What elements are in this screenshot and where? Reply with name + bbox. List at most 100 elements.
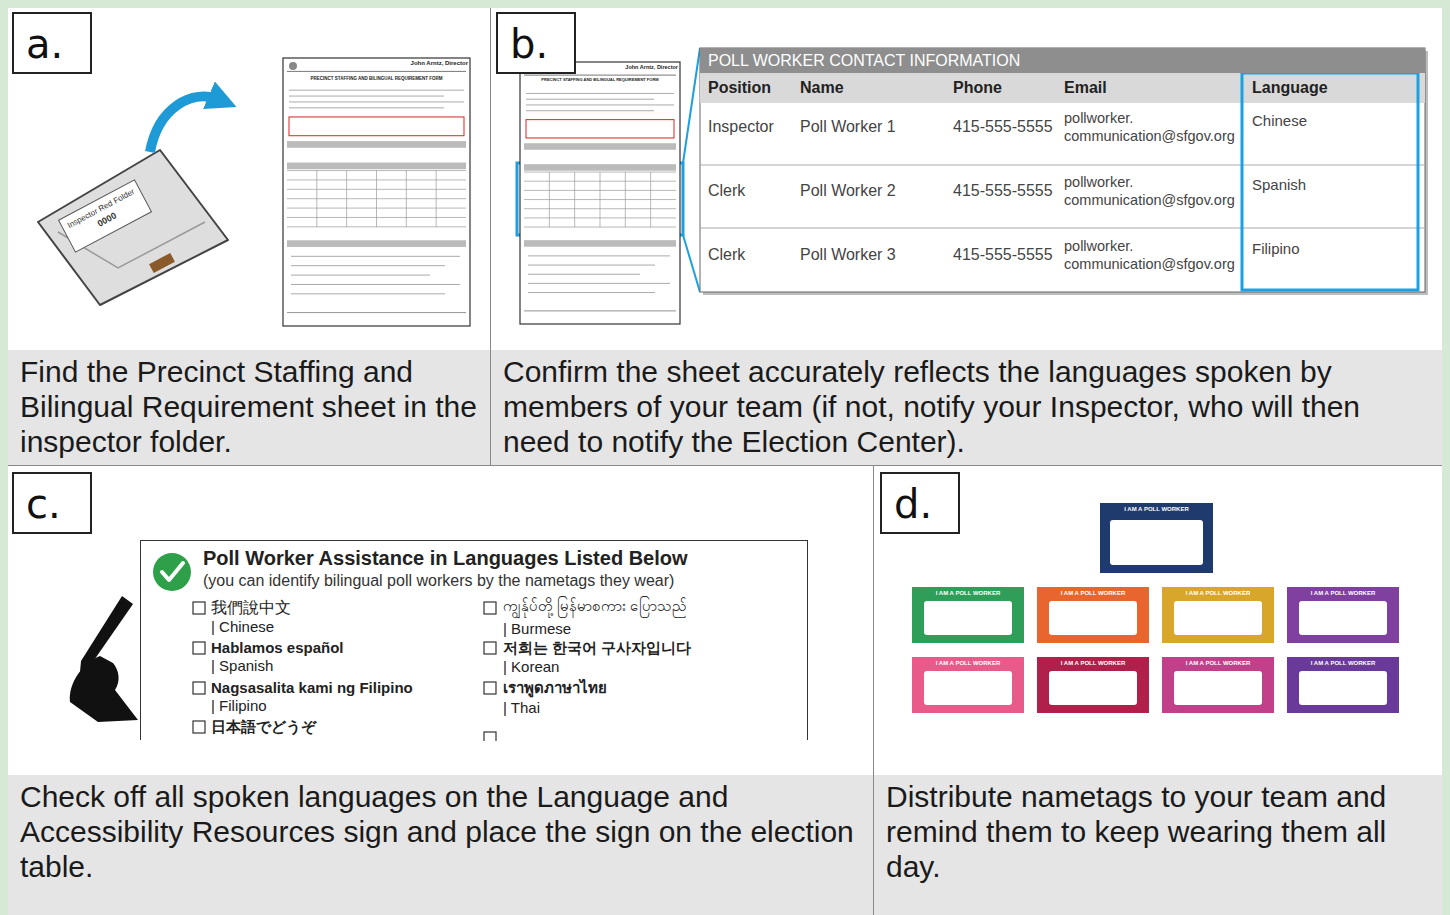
form-bar xyxy=(524,240,676,247)
sign-text: (you can identify bilingual poll workers… xyxy=(203,572,674,590)
step-caption: Check off all spoken languages on the La… xyxy=(8,775,873,915)
text-line xyxy=(528,274,640,275)
form-bar xyxy=(524,164,676,171)
table-title-bar: POLL WORKER CONTACT INFORMATION xyxy=(700,48,1425,73)
rule xyxy=(287,312,466,313)
text-line xyxy=(291,275,430,276)
table-cell: Phone xyxy=(953,79,1061,97)
sign-text: 日本語でどうぞ xyxy=(211,718,316,735)
form-sheet xyxy=(283,58,470,326)
nametag xyxy=(1287,587,1399,643)
checkbox xyxy=(484,732,496,741)
nametag-heading: I AM A POLL WORKER xyxy=(912,590,1024,597)
table-rule xyxy=(700,165,1425,166)
contact-table xyxy=(700,48,1425,292)
sign-text: | Chinese xyxy=(211,618,274,635)
table-cell: Clerk xyxy=(708,246,798,264)
text-line xyxy=(526,99,654,100)
text-line xyxy=(289,107,444,108)
nametag-heading: I AM A POLL WORKER xyxy=(1037,660,1149,667)
checkbox xyxy=(193,602,205,614)
folder-sticker xyxy=(59,180,152,252)
text-line xyxy=(526,110,654,111)
table-cell: pollworker. communication@sfgov.org xyxy=(1064,109,1240,145)
table-cell: Name xyxy=(800,79,950,97)
nametag-heading: I AM A POLL WORKER xyxy=(912,660,1024,667)
step-letter: a. xyxy=(12,12,92,74)
text-line xyxy=(528,255,670,256)
step-caption: Distribute nametags to your team and rem… xyxy=(874,775,1442,915)
checkbox xyxy=(484,682,496,694)
step-letter-text: d. xyxy=(894,478,946,530)
form-heading: John Arntz, Director xyxy=(400,60,468,67)
sign-text: | Korean xyxy=(503,658,559,675)
checkbox xyxy=(484,602,496,614)
table-cell: Position xyxy=(708,79,798,97)
notice-box xyxy=(526,120,674,138)
table-cell: Email xyxy=(1064,79,1240,97)
table-cell: 415-555-5555 xyxy=(953,118,1061,136)
rule xyxy=(524,75,676,76)
text-line xyxy=(526,93,674,94)
panel xyxy=(8,466,873,915)
form-bar xyxy=(287,141,466,148)
grid-line xyxy=(436,171,437,227)
grid-line xyxy=(406,171,407,227)
sheet-outline xyxy=(520,62,680,324)
sign-text: | Thai xyxy=(503,699,540,716)
hand xyxy=(70,656,138,722)
nametag xyxy=(912,657,1024,713)
nametag-heading: I AM A POLL WORKER xyxy=(1037,590,1149,597)
sign-text: ကျွန်ုပ်တို့ မြန်မာစကား ပြောသည် xyxy=(503,597,687,614)
step-caption: Find the Precinct Staffing and Bilingual… xyxy=(8,350,490,465)
checkbox xyxy=(193,682,205,694)
nametag-field xyxy=(1174,671,1262,705)
table-cell: Inspector xyxy=(708,118,798,136)
text-line xyxy=(289,101,464,102)
grid-line xyxy=(574,172,575,227)
divider xyxy=(8,465,1442,466)
text-line xyxy=(528,292,655,293)
highlight-frame xyxy=(1242,73,1418,290)
nametag xyxy=(1100,503,1213,573)
nametag-heading: I AM A POLL WORKER xyxy=(1287,590,1399,597)
sign-text: | Burmese xyxy=(503,620,571,637)
folder-envelope xyxy=(38,150,228,305)
nametag xyxy=(1162,657,1274,713)
text-line xyxy=(291,284,460,285)
nametag-heading: I AM A POLL WORKER xyxy=(1287,660,1399,667)
zoom-line xyxy=(683,235,700,292)
text-line xyxy=(528,265,655,266)
zoom-line xyxy=(683,48,700,163)
table-cell: Poll Worker 2 xyxy=(800,182,950,200)
text-line xyxy=(291,256,460,257)
nametag-heading: I AM A POLL WORKER xyxy=(1162,660,1274,667)
nametag-field xyxy=(1110,520,1203,565)
nametag xyxy=(1037,657,1149,713)
seal xyxy=(289,62,297,70)
panel xyxy=(491,8,1442,465)
sign-text: 我們說中文 xyxy=(211,599,291,617)
step-letter: d. xyxy=(880,472,960,534)
table-cell: pollworker. communication@sfgov.org xyxy=(1064,173,1240,209)
table-cell: Spanish xyxy=(1252,176,1412,193)
nametag-field xyxy=(1049,671,1137,705)
nametag-field xyxy=(1049,601,1137,635)
table-cell: Language xyxy=(1252,79,1412,97)
language-sign: Poll Worker Assistance in Languages List… xyxy=(140,540,808,740)
step-caption-text: Confirm the sheet accurately reflects th… xyxy=(503,354,1430,459)
table-cell: pollworker. communication@sfgov.org xyxy=(1064,237,1240,273)
form-heading: PRECINCT STAFFING AND BILINGUAL REQUIREM… xyxy=(283,76,470,81)
nametag xyxy=(912,587,1024,643)
nametag-heading: I AM A POLL WORKER xyxy=(1162,590,1274,597)
checkbox xyxy=(193,721,205,733)
table-cell: 415-555-5555 xyxy=(953,182,1061,200)
sign-text: เราพูดภาษาไทย xyxy=(503,679,607,696)
text-line xyxy=(291,265,445,266)
nametag-field xyxy=(924,601,1012,635)
text-line xyxy=(526,104,674,105)
nametag-field xyxy=(924,671,1012,705)
text-line xyxy=(528,283,670,284)
grid-line xyxy=(346,171,347,227)
